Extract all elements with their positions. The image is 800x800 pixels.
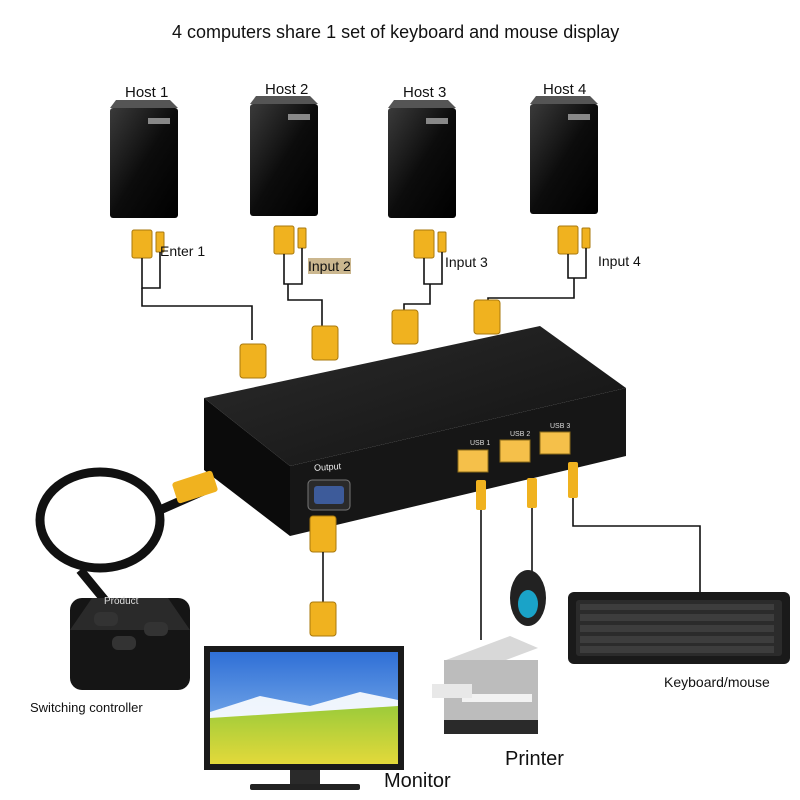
- host-connectors: [131, 225, 591, 259]
- host-3-tower: [388, 100, 456, 218]
- usb-port-3-label: USB 3: [550, 423, 571, 430]
- controller-product-label: Product: [104, 596, 139, 607]
- output-port-label: Output: [313, 461, 342, 473]
- printer: [432, 636, 538, 734]
- usb-port-1-label: USB 1: [470, 440, 491, 447]
- keyboard-mouse-label: Keyboard/mouse: [664, 674, 770, 690]
- monitor-label: Monitor: [384, 770, 451, 792]
- input-1-label: Enter 1: [160, 243, 206, 259]
- input-3-label: Input 3: [445, 254, 488, 270]
- host-2-label: Host 2: [265, 81, 309, 98]
- monitor-connector: [309, 601, 337, 637]
- usb-port-2-label: USB 2: [510, 431, 531, 438]
- host-2-tower: [250, 96, 318, 216]
- switching-controller: [70, 598, 190, 690]
- controller-plug: [172, 470, 218, 504]
- printer-label: Printer: [505, 748, 564, 770]
- keyboard: [568, 592, 790, 664]
- output-connector: [309, 515, 337, 553]
- host-1-tower: [110, 100, 178, 218]
- usb-cables: [476, 462, 701, 640]
- host-4-tower: [530, 96, 598, 214]
- host-1-label: Host 1: [125, 84, 169, 101]
- input-4-label: Input 4: [598, 253, 641, 269]
- host-cables: [141, 248, 587, 340]
- mouse: [510, 570, 546, 626]
- kvm-input-connectors: [239, 299, 501, 379]
- monitor: [204, 646, 404, 790]
- host-4-label: Host 4: [543, 81, 587, 98]
- controller-label: Switching controller: [30, 700, 143, 715]
- host-3-label: Host 3: [403, 84, 447, 101]
- kvm-switch-box: [204, 326, 626, 536]
- diagram-title: 4 computers share 1 set of keyboard and …: [172, 22, 620, 42]
- input-2-label: Input 2: [308, 258, 351, 274]
